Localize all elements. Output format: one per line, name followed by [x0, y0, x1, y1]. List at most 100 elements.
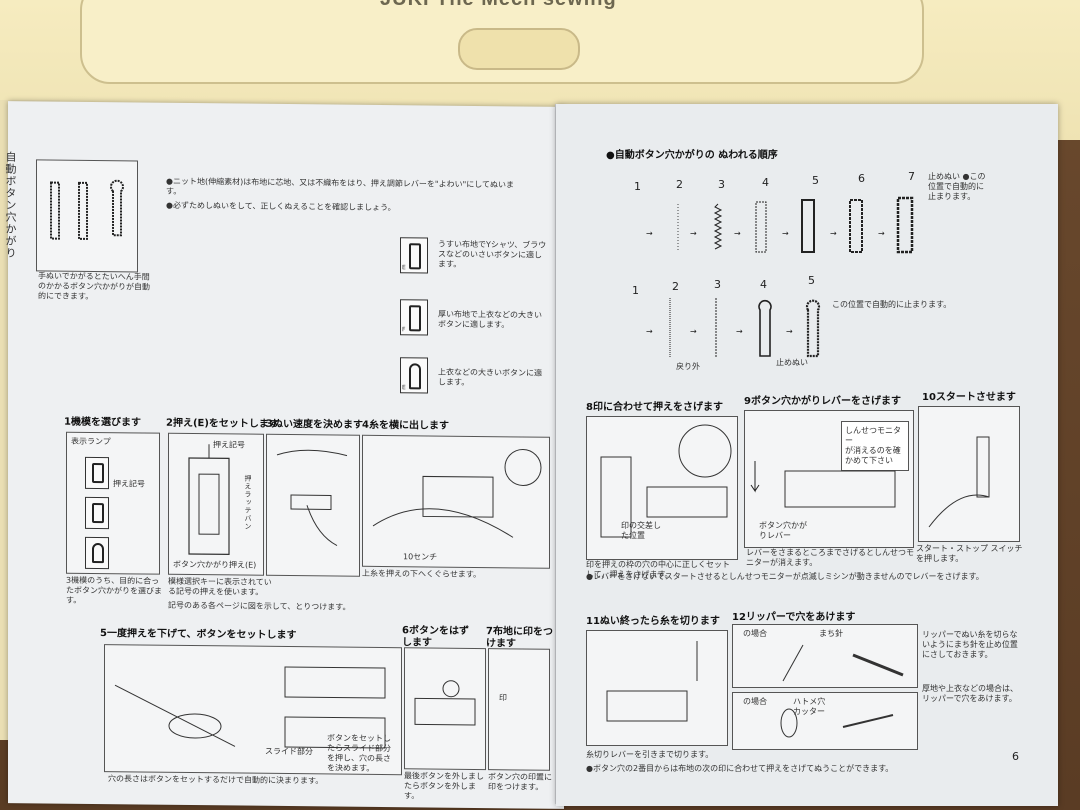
row2-label-lock: 止めぬい [776, 358, 808, 367]
thread-cut-drawing [606, 641, 698, 722]
button-remove-drawing [414, 680, 476, 726]
step-7-heading: 7布地に印をつけます [486, 626, 553, 650]
vertical-section-title: 自動ボタン穴かがり [4, 151, 17, 260]
buttonhole-sample-figure [36, 159, 138, 273]
svg-text:→: → [786, 327, 793, 336]
step-12-callout-pin: まち針 [819, 629, 843, 638]
step-7-figure: 印 [488, 648, 550, 771]
step-5-callout-length: ボタンをセットしたらスライド部分を押し、穴の長さを決めます。 [327, 733, 391, 773]
row2-sequence-drawing: → → → → [646, 298, 821, 358]
step-9-caption: レバーをさまるところまでさげるとしんせつモニターが消えます。 [746, 548, 914, 567]
cutter-drawing [780, 708, 894, 738]
step-12-figure-b: の場合 ハトメ穴カッター [732, 692, 918, 750]
foot-type-icon-1: E [400, 237, 428, 274]
step-10-caption: スタート・ストップ スイッチを押します。 [916, 544, 1023, 563]
pattern-icon-3 [85, 536, 109, 570]
step-12-callout-case-a: の場合 [743, 629, 767, 638]
step-12-callout-cutter: ハトメ穴カッター [793, 697, 826, 716]
step-6-figure [404, 647, 486, 771]
start-button-drawing [928, 436, 990, 528]
step-1-callout-symbol: 押え記号 [113, 479, 145, 489]
step-11-caption: 糸切りレバーを引きまで切ります。 [586, 750, 714, 759]
step-8-figure: 印の交差した位置 [586, 416, 738, 560]
step-12-callout-case-b: の場合 [743, 697, 767, 706]
step-6-caption: 最後ボタンを外しましたらボタンを外します。 [404, 771, 484, 801]
step-10-figure [918, 406, 1020, 542]
row2-stop-note: この位置で自動的に止まります。 [832, 300, 952, 309]
step-2-figure: 押え記号 押えラッテバン ボタン穴かがり押え(E) [168, 432, 264, 576]
ripper-drawing [782, 644, 904, 682]
svg-text:→: → [736, 327, 743, 336]
svg-text:→: → [734, 229, 741, 238]
step-8-caption: 印を押えの枠の穴の中心に正しくセットして、押えをさげます。 [586, 560, 730, 579]
step-4-figure: 10センチ [362, 434, 550, 569]
svg-text:→: → [878, 229, 885, 238]
step-8-callout-mark: 印の交差した位置 [621, 521, 661, 540]
step-9-callout-confirm: が消えるのを確かめて下さい [845, 446, 901, 465]
row2-number-2: 2 [672, 280, 679, 293]
foot-type-icon-2: F [400, 299, 428, 336]
step-5-heading: 5一度押えを下げて、ボタンをセットします [100, 628, 297, 642]
svg-text:→: → [646, 229, 653, 238]
step-1-caption: 3機模のうち、目的に合ったボタン穴かがりを選びます。 [66, 575, 162, 605]
side-note-ripper: 厚地や上衣などの場合は、リッパーで穴をあけます。 [922, 684, 1018, 703]
foot-letter-1: E [402, 264, 406, 272]
step-3-figure [266, 433, 360, 577]
manual-page-left: 自動ボタン穴かがり 手ぬいでかがるとたいへん手間のかかるボタン穴かがりが自動的に… [4, 101, 564, 809]
pattern-icon-2 [85, 496, 109, 530]
note-knit: ●ニット地(伸縮素材)は布地に芯地、又は不織布をはり、押え調節レバーを"よわい"… [166, 176, 515, 196]
foot-align-drawing [600, 424, 732, 538]
step-2-heading: 2押え(E)をセットします [166, 417, 279, 430]
step-9-figure: しんせつモニター が消えるのを確かめて下さい ボタン穴かがりレバー [744, 410, 914, 548]
side-note-pin: リッパーでぬい糸を切らないようにまち針を止め位置にさしておきます。 [922, 630, 1018, 659]
step-10-heading: 10スタートさせます [922, 392, 1016, 403]
manual-page-right: ●自動ボタン穴かがりの ぬわれる順序 1 2 3 4 5 6 7 止めぬい ●こ… [556, 104, 1058, 806]
svg-text:→: → [690, 229, 697, 238]
foot-type-text-2: 厚い布地で上衣などの大きいボタンに適します。 [438, 309, 542, 330]
row1-number-7: 7 [908, 170, 915, 183]
presser-foot-drawing [188, 444, 230, 556]
sewing-order-heading: ●自動ボタン穴かがりの ぬわれる順序 [606, 150, 778, 161]
foot-letter-3: E [402, 384, 406, 392]
step-5-figure: スライド部分 ボタンをセットしたらスライド部分を押し、穴の長さを決めます。 [104, 644, 402, 776]
foot-type-text-1: うすい布地でYシャツ、ブラウスなどのいさいボタンに適します。 [438, 239, 547, 269]
step-12-figure-a: の場合 まち針 [732, 624, 918, 688]
step-3-heading: 3ぬい速度を決めます [266, 418, 363, 431]
row1-stop-note: 止めぬい ●この位置で自動的に止まります。 [928, 172, 986, 201]
step-6-heading: 6ボタンをはずします [402, 625, 469, 649]
foot-type-text-3: 上衣などの大きいボタンに適します。 [438, 367, 542, 387]
step-7-caption: ボタン穴の印置に印をつけます。 [488, 772, 552, 792]
page-number: 6 [1012, 750, 1019, 763]
svg-text:→: → [830, 229, 837, 238]
step-7-callout-mark: 印 [499, 693, 507, 703]
step-1-heading: 1機模を選びます [64, 416, 141, 429]
step-2-callout-foot: ボタン穴かがり押え(E) [173, 559, 257, 570]
row1-number-6: 6 [858, 172, 865, 185]
svg-text:→: → [690, 327, 697, 336]
step-4-callout-length: 10センチ [403, 552, 438, 562]
step-11-heading: 11ぬい終ったら糸を切ります [586, 616, 720, 627]
thread-drawing [372, 448, 542, 538]
speed-slider-drawing [276, 449, 348, 546]
step-1-figure: 表示ランプ 押え記号 [66, 431, 160, 575]
machine-handle-slot [458, 28, 580, 70]
step-1-callout-lamp: 表示ランプ [71, 436, 111, 447]
row1-number-5: 5 [812, 174, 819, 187]
row2-number-1: 1 [632, 284, 639, 297]
lever-drawing [750, 461, 896, 508]
step-2-caption: 模様選択キーに表示されている記号の押えを使います。 [168, 576, 272, 597]
row1-number-1: 1 [634, 180, 641, 193]
note-test-sew: ●必ずためしぬいをして、正しくぬえることを確認しましょう。 [166, 200, 396, 213]
foot-letter-2: F [402, 326, 406, 334]
left-footnote: 記号のある各ページに図を示して、とりつけます。 [168, 600, 351, 612]
svg-text:→: → [782, 229, 789, 238]
bottom-note: ●ボタン穴の2番目からは布地の次の印に合わせて押えをさげてぬうことができます。 [586, 764, 894, 773]
row1-number-2: 2 [676, 178, 683, 191]
step-9-heading: 9ボタン穴かがりレバーをさげます [744, 396, 901, 407]
row2-number-3: 3 [714, 278, 721, 291]
step-5-caption: 穴の長さはボタンをセットするだけで自動的に決まります。 [108, 774, 324, 786]
row1-number-4: 4 [762, 176, 769, 189]
row1-sequence-drawing: → → → → → → [646, 196, 914, 254]
foot-type-icon-3: E [400, 357, 428, 394]
step-11-figure [586, 630, 728, 746]
